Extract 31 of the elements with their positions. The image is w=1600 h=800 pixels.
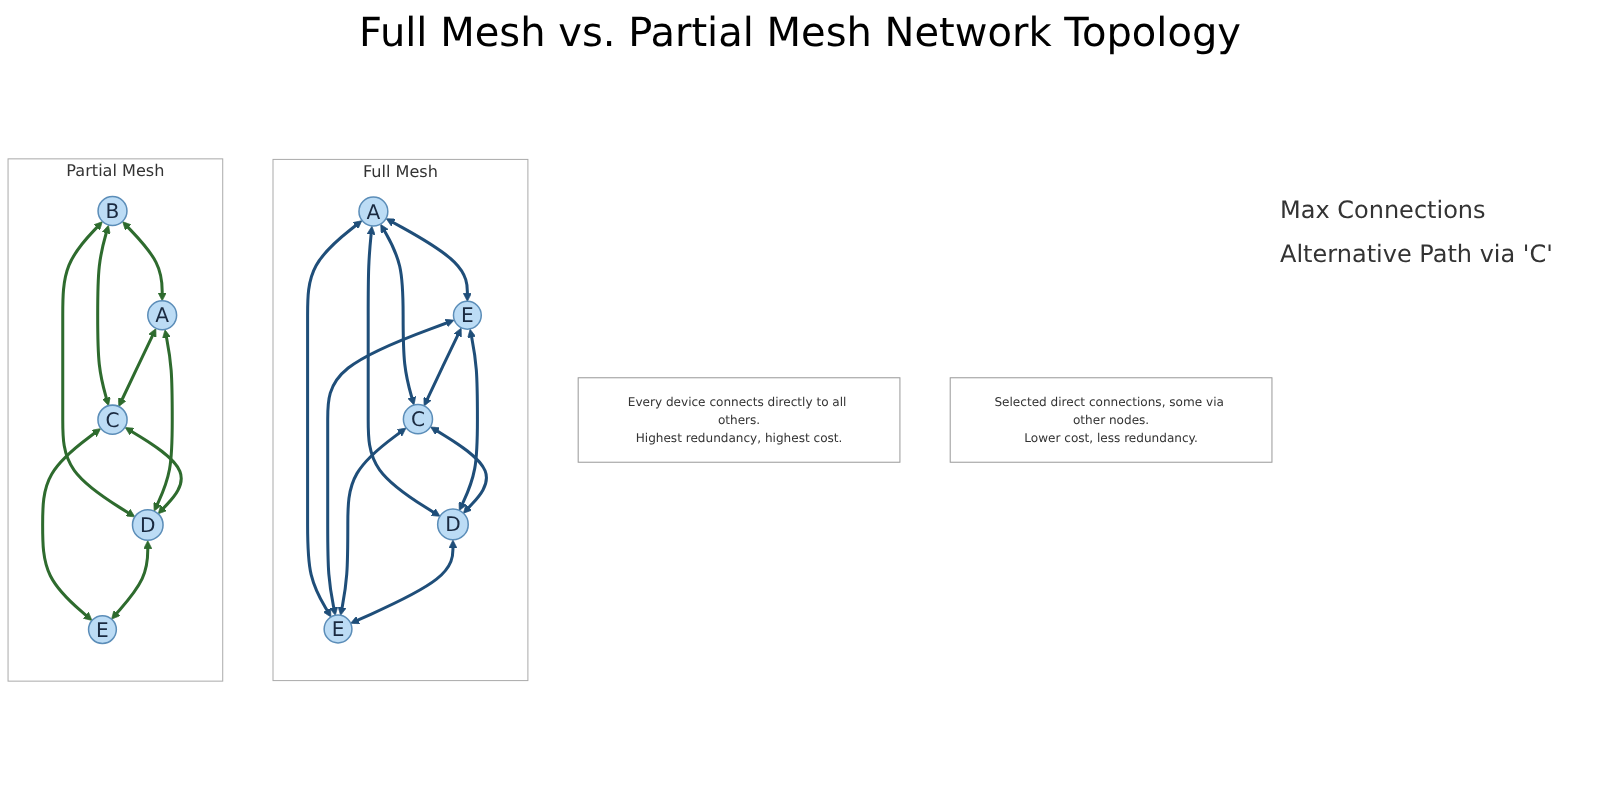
arrow xyxy=(153,329,174,512)
arrow xyxy=(41,428,101,621)
node-circle: A xyxy=(147,300,178,331)
arrow xyxy=(366,225,441,517)
arrow xyxy=(430,426,488,514)
node-circle: E xyxy=(87,614,118,645)
arrow xyxy=(122,221,167,302)
arrow xyxy=(350,539,458,625)
node-circle: B xyxy=(97,195,128,227)
node-circle: E xyxy=(452,300,482,330)
arrow xyxy=(337,427,407,616)
node-circle: C xyxy=(97,404,128,435)
node-circle: A xyxy=(358,196,389,227)
arrow xyxy=(118,328,157,407)
node-circle: C xyxy=(402,403,434,435)
node-circle: D xyxy=(436,508,469,541)
diagram-title: Full Mesh vs. Partial Mesh Network Topology xyxy=(357,8,1243,56)
arrow xyxy=(326,318,455,616)
arrow xyxy=(96,224,111,407)
node-circle: E xyxy=(323,614,353,644)
arrow xyxy=(111,540,153,620)
arrow xyxy=(124,427,183,515)
annotation-text: Alternative Path via 'C' xyxy=(1280,240,1555,268)
arrow xyxy=(458,328,479,511)
arrow xyxy=(306,220,363,618)
node-circle: D xyxy=(131,508,164,541)
arrow xyxy=(380,224,417,406)
annotation-text: Max Connections xyxy=(1280,196,1488,224)
arrow xyxy=(385,218,472,302)
arrow xyxy=(61,221,136,518)
arrow xyxy=(423,327,462,407)
